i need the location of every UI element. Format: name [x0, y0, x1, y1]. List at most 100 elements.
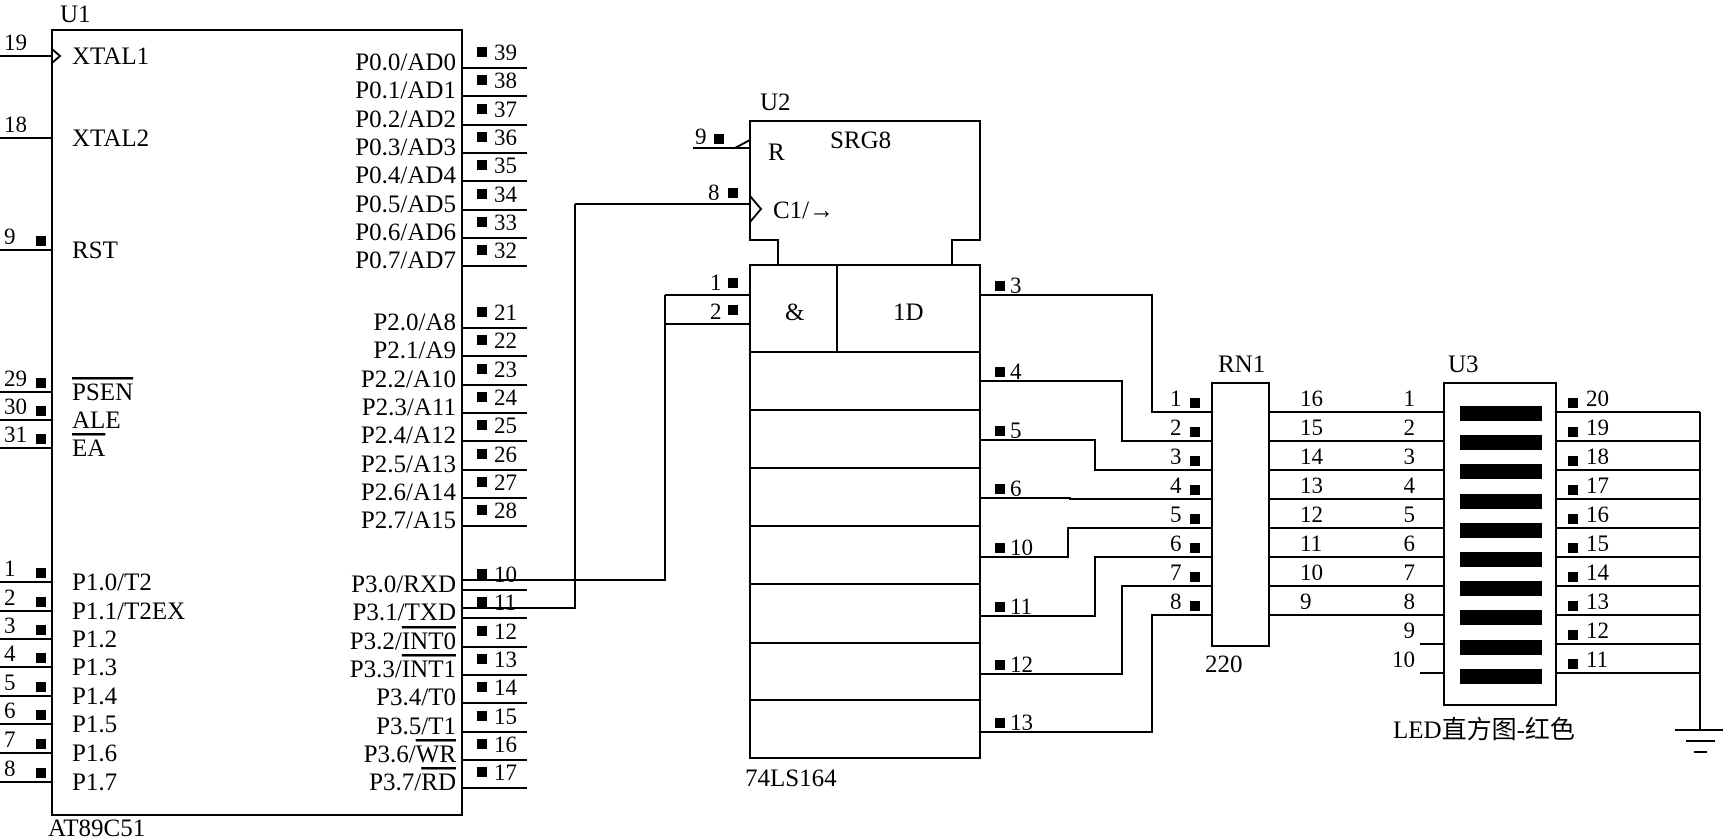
u1-pin-number: 26: [494, 442, 517, 467]
u1-pin-number: 3: [4, 613, 16, 638]
u1-pin-marker: [36, 653, 46, 663]
u2-ref: U2: [760, 89, 791, 116]
u3-led-segment: [1460, 640, 1542, 655]
u2-to-rn1-wires: [1010, 294, 1212, 733]
u1-pin-marker: [477, 597, 487, 607]
rn1-left-pin-number: 2: [1170, 415, 1182, 440]
u3-led-segment: [1460, 669, 1542, 684]
rn1-pin-marker: [1190, 456, 1200, 466]
u3-right-pin-number: 18: [1586, 444, 1609, 469]
u1-pin-name: PSEN: [72, 379, 133, 406]
u1-pin-number: 13: [494, 647, 517, 672]
txd-wire: [462, 204, 576, 609]
u1-pin-name: P0.3/AD3: [355, 134, 456, 161]
u1-pin-name: P2.5/A13: [361, 451, 456, 478]
u1-pin-number: 16: [494, 732, 517, 757]
u2-part: 74LS164: [745, 765, 837, 792]
u2-output-pin-number: 3: [1010, 273, 1022, 298]
u1-pin-number: 9: [4, 224, 16, 249]
u1-pin-number: 22: [494, 328, 517, 353]
u1-pin-marker: [477, 767, 487, 777]
u1-pin-marker: [477, 420, 487, 430]
u1-pin-number: 1: [4, 556, 16, 581]
u1-pin-number: 36: [494, 125, 517, 150]
u1-pin-number: 10: [494, 562, 517, 587]
u1-pin-name: P1.5: [72, 711, 117, 738]
rn1-left-pin-number: 5: [1170, 502, 1182, 527]
rn1-left-pin-number: 6: [1170, 531, 1182, 556]
u1-pin-marker: [477, 132, 487, 142]
u3-pin-marker: [1568, 514, 1578, 524]
u1-pin-number: 5: [4, 670, 16, 695]
u1-pin-marker: [477, 449, 487, 459]
rn1-right-pin-number: 9: [1300, 589, 1312, 614]
rn1-right-pin-number: 12: [1300, 502, 1323, 527]
u1-left-pins: 19XTAL118XTAL29RST29PSEN30ALE31EA1P1.0/T…: [0, 30, 185, 796]
u3-right-pin-number: 12: [1586, 618, 1609, 643]
u1-pin-number: 38: [494, 68, 517, 93]
u2-to-rn1-wire: [1010, 439, 1212, 471]
u2-reset-pin: 9: [695, 124, 707, 149]
u2-function: SRG8: [830, 127, 891, 154]
u1-pin-name: P1.2: [72, 626, 117, 653]
u1-pin-number: 19: [4, 30, 27, 55]
u1-pin-number: 2: [4, 585, 16, 610]
u1-ref: U1: [60, 1, 91, 28]
u1-pin-marker: [36, 710, 46, 720]
u3-led-segment: [1460, 581, 1542, 596]
u1-clock-wedge: [51, 48, 62, 64]
u3-left-pin-number: 10: [1392, 647, 1415, 672]
u2-output-pin-number: 11: [1010, 594, 1032, 619]
u2-to-rn1-wire: [1010, 585, 1212, 675]
u2-output-marker: [995, 660, 1005, 670]
u2-clock-wedge: [749, 195, 763, 223]
u1-pin-name: P3.5/T1: [376, 713, 456, 740]
u1-pin-marker: [36, 378, 46, 388]
u2-stage-dividers: [750, 409, 980, 701]
u1-pin-marker: [477, 682, 487, 692]
u1-pin-name: P2.4/A12: [361, 422, 456, 449]
u1-pin-number: 31: [4, 422, 27, 447]
u1-pin-marker: [477, 104, 487, 114]
u3-pin-marker: [1568, 572, 1578, 582]
u3-left-pin-number: 6: [1404, 531, 1416, 556]
rn1-left-pin-number: 8: [1170, 589, 1182, 614]
u2-reset-label: R: [768, 139, 785, 166]
u2-shift-register: U2 SRG8 R C1/→ 9 8 & 1D 1 2 74LS164 3456…: [575, 89, 1033, 792]
u3-part: LED直方图-红色: [1393, 716, 1575, 744]
u1-pin-number: 27: [494, 470, 517, 495]
u1-pin-marker: [477, 711, 487, 721]
u1-pin-marker: [477, 160, 487, 170]
u1-pin-marker: [477, 739, 487, 749]
u1-pin-number: 14: [494, 675, 518, 700]
u1-pin-number: 18: [4, 112, 27, 137]
u1-pin-name: P2.6/A14: [361, 479, 457, 506]
rn1-right-pin-number: 13: [1300, 473, 1323, 498]
u1-pin-number: 29: [4, 366, 27, 391]
u3-right-pin-number: 17: [1586, 473, 1609, 498]
u2-output-marker: [995, 718, 1005, 728]
u1-pin-number: 4: [4, 641, 16, 666]
u3-left-pin-number: 3: [1404, 444, 1416, 469]
u1-right-pins: 39P0.0/AD038P0.1/AD137P0.2/AD236P0.3/AD3…: [350, 40, 527, 796]
rn1-right-pin-number: 14: [1300, 444, 1324, 469]
rn1-ref: RN1: [1218, 351, 1265, 378]
u1-pin-marker: [36, 739, 46, 749]
u2-output-pin-number: 6: [1010, 476, 1022, 501]
u1-pin-marker: [477, 364, 487, 374]
u1-pin-number: 23: [494, 357, 517, 382]
u2-output-marker: [995, 367, 1005, 377]
u1-pin-number: 12: [494, 619, 517, 644]
serial-wires: [462, 204, 666, 609]
u3-led-segment: [1460, 406, 1542, 421]
u1-pin-name: EA: [72, 435, 105, 462]
u1-pin-number: 33: [494, 210, 517, 235]
u1-pin-name: P2.3/A11: [362, 394, 456, 421]
rxd-wire: [462, 295, 666, 581]
u3-left-pin-number: 2: [1404, 415, 1416, 440]
u1-pin-marker: [36, 434, 46, 444]
